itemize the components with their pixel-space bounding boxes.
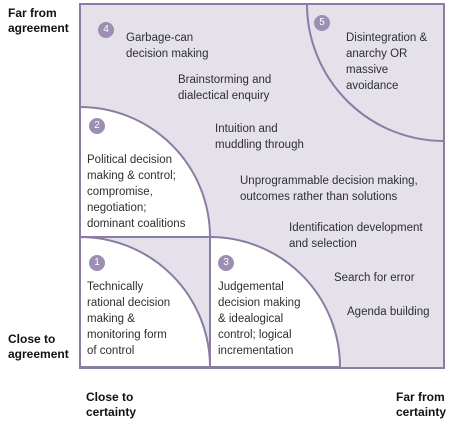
region-1-line: rational decision (87, 297, 171, 309)
region-3-quadrant (209, 235, 342, 368)
x-axis-left-label: Close to certainty (86, 390, 136, 420)
region-5-line: massive (346, 64, 389, 76)
region-4-line: Garbage-can (126, 32, 194, 44)
zone-label-intuition: Intuition and muddling through (215, 121, 304, 153)
region-2-badge: 2 (89, 118, 105, 134)
region-2-line: negotiation; (87, 202, 147, 214)
zone-label-brainstorming: Brainstorming and dialectical enquiry (178, 72, 271, 104)
zone-label-line: dialectical enquiry (178, 90, 270, 102)
zone-label-line: muddling through (215, 139, 304, 151)
y-axis-top-label: Far from agreement (8, 6, 69, 36)
region-3-badge: 3 (218, 255, 234, 271)
region-2-line: compromise, (87, 186, 153, 198)
region-5-badge: 5 (314, 15, 330, 31)
region-1-line: of control (87, 345, 135, 357)
region-3-label: Judgemental decision making & idealogica… (218, 279, 300, 359)
x-axis-left-line-2: certainty (86, 405, 137, 419)
region-3-line: incrementation (218, 345, 294, 357)
zone-label-line: and selection (289, 238, 357, 250)
region-2-line: Political decision (87, 154, 173, 166)
region-3-line: decision making (218, 297, 301, 309)
region-2-line: making & control; (87, 170, 176, 182)
region-1-label: Technically rational decision making & m… (87, 279, 170, 359)
zone-label-line: Agenda building (347, 306, 430, 318)
region-5-arc (306, 3, 445, 142)
region-1-line: Technically (87, 281, 144, 293)
zone-label-line: Brainstorming and (178, 74, 272, 86)
x-axis-right-line-1: Far from (396, 390, 445, 404)
zone-label-line: Identification development (289, 222, 423, 234)
y-axis-top-line-1: Far from (8, 6, 57, 20)
region-5-line: avoidance (346, 80, 399, 92)
region-1-badge: 1 (89, 255, 105, 271)
zone-label-unprogrammable: Unprogrammable decision making, outcomes… (240, 173, 418, 205)
region-1-line: monitoring form (87, 329, 167, 341)
y-axis-bottom-line-1: Close to (8, 332, 56, 346)
y-axis-top-line-2: agreement (8, 21, 69, 35)
region-3-line: & idealogical (218, 313, 284, 325)
region-4-badge: 4 (98, 22, 114, 38)
region-2-line: dominant coalitions (87, 218, 186, 230)
region-5-line: Disintegration & (346, 32, 428, 44)
region-2-label: Political decision making & control; com… (87, 152, 185, 232)
region-1-line: making & (87, 313, 135, 325)
region-5-line: anarchy OR (346, 48, 408, 60)
region-3-line: control; logical (218, 329, 292, 341)
zone-label-identification: Identification development and selection (289, 220, 423, 252)
y-axis-bottom-line-2: agreement (8, 347, 69, 361)
region-3-line: Judgemental (218, 281, 284, 293)
zone-label-line: outcomes rather than solutions (240, 191, 398, 203)
region-4-line: decision making (126, 48, 209, 60)
y-axis-bottom-label: Close to agreement (8, 332, 69, 362)
x-axis-right-label: Far from certainty (396, 390, 446, 420)
region-5-label: Disintegration & anarchy OR massive avoi… (346, 30, 427, 94)
region-4-label: Garbage-can decision making (126, 30, 208, 62)
zone-label-line: Unprogrammable decision making, (240, 175, 418, 187)
x-axis-left-line-1: Close to (86, 390, 134, 404)
x-axis-right-line-2: certainty (396, 405, 447, 419)
zone-label-line: Intuition and (215, 123, 278, 135)
zone-label-agenda-building: Agenda building (347, 304, 430, 320)
zone-label-line: Search for error (334, 272, 415, 284)
region-2-quadrant (79, 105, 212, 238)
zone-label-search-for-error: Search for error (334, 270, 415, 286)
